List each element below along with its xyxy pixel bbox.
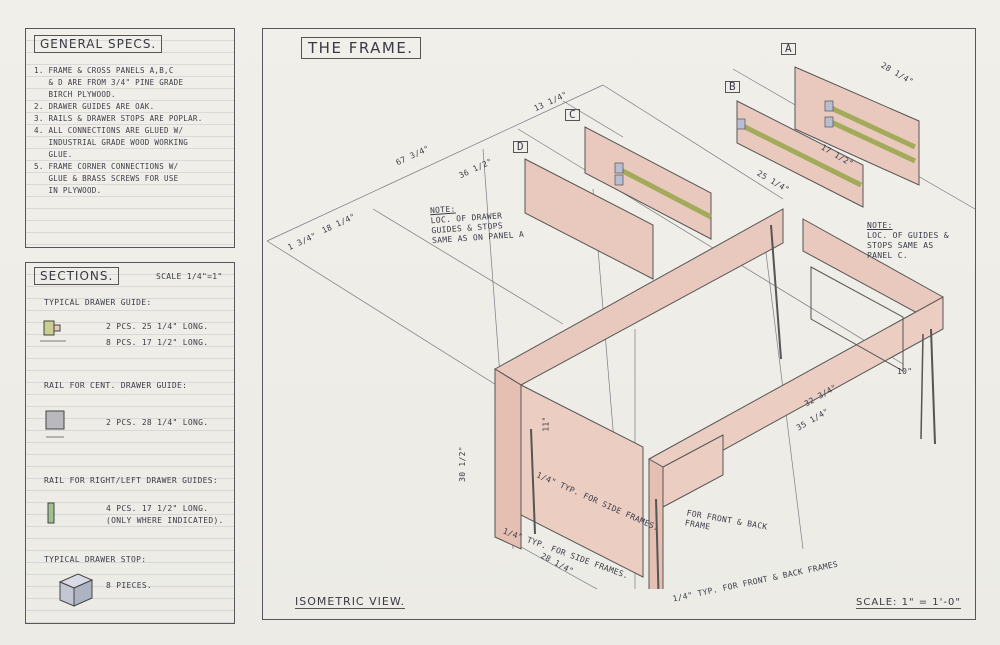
frame-left-end — [494, 368, 522, 550]
spec-line: GLUE & BRASS SCREWS FOR USE — [34, 174, 179, 183]
spec-line: & D ARE FROM 3/4" PINE GRADE — [34, 78, 184, 87]
drawer-stop-line: 8 PIECES. — [106, 581, 153, 590]
sections-scale: SCALE 1/4"=1" — [156, 272, 223, 281]
dim-height: 30 1/2" — [457, 446, 467, 482]
spec-line: 1. FRAME & CROSS PANELS A,B,C — [34, 66, 174, 75]
spec-line: GLUE. — [34, 150, 73, 159]
general-specs-panel: GENERAL SPECS. 1. FRAME & CROSS PANELS A… — [25, 28, 235, 248]
panel-label-b: B — [725, 81, 740, 93]
spec-line: 5. FRAME CORNER CONNECTIONS W/ — [34, 162, 179, 171]
rail-rl-line2: (ONLY WHERE INDICATED). — [106, 516, 224, 525]
panel-label-d: D — [513, 141, 528, 153]
rail-center-title: RAIL FOR CENT. DRAWER GUIDE: — [44, 381, 188, 390]
panel-d — [524, 158, 654, 280]
leg-3 — [930, 328, 936, 445]
note-panel-a: NOTE: LOC. OF DRAWER GUIDES & STOPS SAME… — [429, 204, 525, 246]
panel-a-guide-2 — [827, 118, 917, 164]
scale-label: SCALE: 1" = 1'-0" — [856, 597, 961, 609]
drawer-guide-title: TYPICAL DRAWER GUIDE: — [44, 298, 152, 307]
view-label: ISOMETRIC VIEW. — [295, 595, 405, 609]
spec-line: INDUSTRIAL GRADE WOOD WORKING — [34, 138, 189, 147]
panel-b-stop — [736, 118, 746, 130]
drawer-stop-title: TYPICAL DRAWER STOP: — [44, 555, 147, 564]
leg-4 — [920, 333, 924, 440]
drawer-opening-front — [662, 434, 724, 508]
sections-panel: SECTIONS. SCALE 1/4"=1" TYPICAL DRAWER G… — [25, 262, 235, 624]
spec-line: 2. DRAWER GUIDES ARE OAK. — [34, 102, 155, 111]
isometric-frame-drawing — [266, 66, 975, 589]
panel-a-stop-2 — [824, 116, 834, 128]
leg-5 — [655, 498, 660, 589]
panel-label-c: C — [565, 109, 580, 121]
panel-c-stop — [614, 162, 624, 174]
spec-line: IN PLYWOOD. — [34, 186, 102, 195]
dim-leg-offset: 10" — [897, 367, 913, 376]
spec-line: BIRCH PLYWOOD. — [34, 90, 116, 99]
panel-a-stop — [824, 100, 834, 112]
spec-line: 4. ALL CONNECTIONS ARE GLUED W/ — [34, 126, 184, 135]
rail-rl-section-icon — [47, 502, 55, 524]
panel-b-guide — [739, 122, 863, 188]
rail-rl-line1: 4 PCS. 17 1/2" LONG. — [106, 504, 209, 513]
main-title: THE FRAME. — [301, 37, 421, 59]
note-panel-c: NOTE: LOC. OF GUIDES & STOPS SAME AS PAN… — [867, 221, 949, 260]
leg-2 — [530, 428, 536, 535]
drawer-guide-section-icon — [40, 320, 66, 342]
spec-line: 3. RAILS & DRAWER STOPS ARE POPLAR. — [34, 114, 203, 123]
panel-label-a: A — [781, 43, 796, 55]
frame-front-left-panel — [520, 384, 644, 578]
main-drawing-panel: THE FRAME. ISOMETRIC VIEW. SCALE: 1" = 1… — [262, 28, 976, 620]
dim-rail: 11" — [541, 416, 551, 432]
panel-a-guide-1 — [827, 104, 917, 150]
rail-center-section-icon — [45, 410, 65, 438]
sections-heading: SECTIONS. — [34, 267, 120, 285]
general-specs-list: 1. FRAME & CROSS PANELS A,B,C & D ARE FR… — [34, 65, 230, 197]
panel-a — [794, 66, 920, 186]
general-specs-heading: GENERAL SPECS. — [34, 35, 163, 53]
drawer-guide-line2: 8 PCS. 17 1/2" LONG. — [106, 338, 209, 347]
panel-c-stop-2 — [614, 174, 624, 186]
drawer-guide-line1: 2 PCS. 25 1/4" LONG. — [106, 322, 209, 331]
panel-c-guide — [617, 166, 713, 220]
leg-1 — [770, 224, 782, 360]
drawer-stop-section-icon — [58, 573, 94, 607]
back-opening — [810, 266, 904, 372]
rail-rl-title: RAIL FOR RIGHT/LEFT DRAWER GUIDES: — [44, 476, 218, 485]
rail-center-line: 2 PCS. 28 1/4" LONG. — [106, 418, 209, 427]
